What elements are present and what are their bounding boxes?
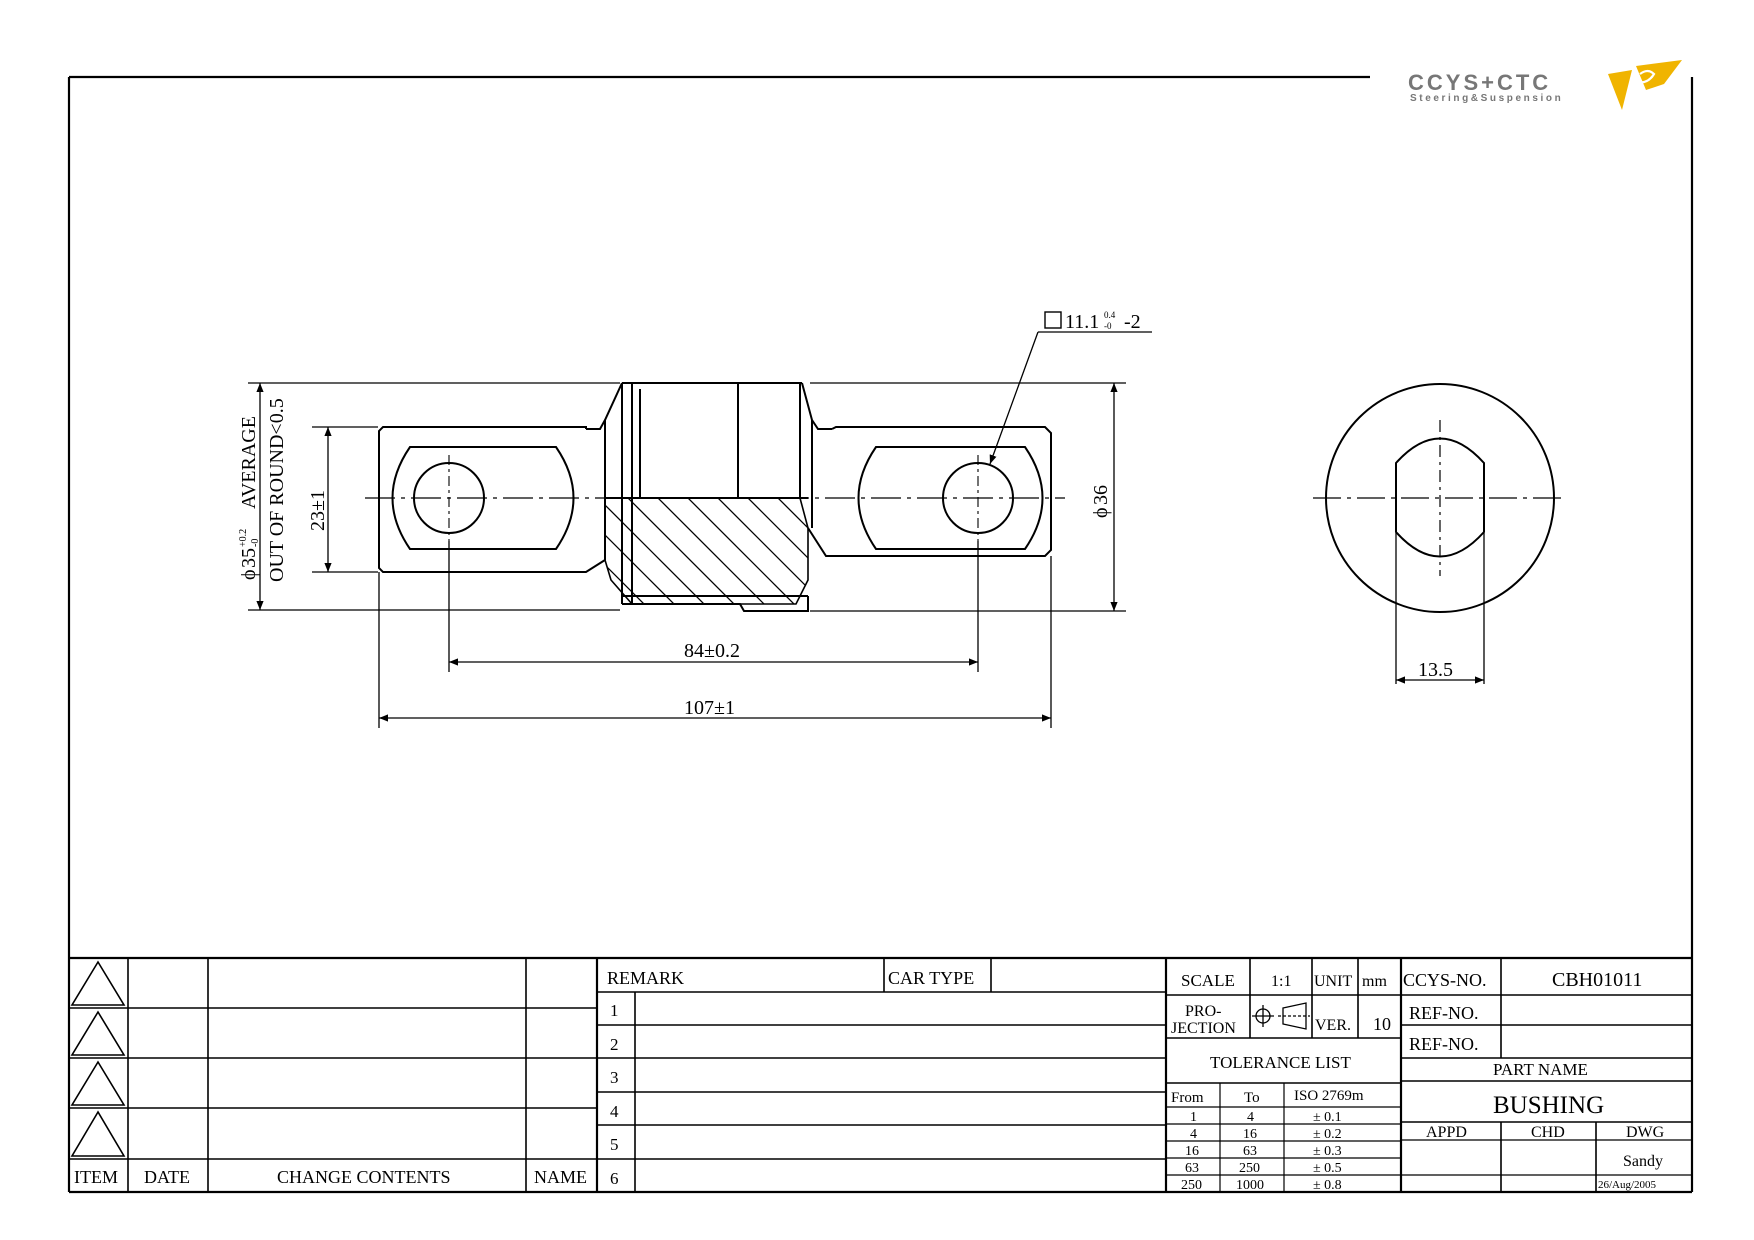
right-eye-outline: [807, 426, 1052, 557]
remark-row-number: 5: [610, 1135, 619, 1154]
dwg-label: DWG: [1626, 1124, 1665, 1141]
tol-cell: 250: [1239, 1161, 1260, 1176]
end-view: [1313, 383, 1567, 684]
unit-value: mm: [1362, 973, 1387, 990]
left-eye-top-link: [586, 382, 623, 430]
item-header: ITEM: [74, 1167, 118, 1187]
unit-label: UNIT: [1314, 973, 1352, 990]
svg-text:-2: -2: [1124, 311, 1141, 333]
ref-no-label: REF-NO.: [1409, 1034, 1479, 1054]
revision-triangle-icon: [70, 960, 126, 1006]
svg-text:ϕ: ϕ: [238, 569, 260, 580]
svg-text:11.1: 11.1: [1065, 311, 1099, 333]
dwg-date: 26/Aug/2005: [1598, 1179, 1657, 1191]
logo-tagline: Steering&Suspension: [1410, 93, 1563, 104]
remark-table: REMARK CAR TYPE 1 2 3 4 5 6: [607, 968, 974, 1188]
tol-header: To: [1244, 1090, 1260, 1106]
change-contents-header: CHANGE CONTENTS: [277, 1167, 451, 1187]
tol-cell: 1: [1190, 1110, 1197, 1125]
logo-swoosh-icon: [1608, 60, 1682, 110]
tolerance-title: TOLERANCE LIST: [1210, 1053, 1351, 1072]
tol-cell: 4: [1190, 1127, 1197, 1142]
tol-cell: 4: [1247, 1110, 1254, 1125]
tol-cell: ± 0.3: [1313, 1144, 1342, 1159]
tol-cell: 250: [1181, 1178, 1202, 1193]
remark-row-number: 2: [610, 1035, 619, 1054]
svg-text:+0.2: +0.2: [238, 529, 249, 547]
car-type-label: CAR TYPE: [888, 968, 974, 988]
ver-value: 10: [1373, 1014, 1391, 1034]
tol-cell: 63: [1243, 1144, 1257, 1159]
overall-length-dimension: 107±1: [684, 697, 735, 719]
right-eye-top-link: [801, 382, 832, 430]
part-name-value: BUSHING: [1493, 1092, 1604, 1119]
tol-cell: ± 0.5: [1313, 1161, 1342, 1176]
right-eye-slot: [857, 446, 1044, 550]
svg-text:0.4: 0.4: [1104, 310, 1116, 320]
height-dimension: 23±1: [307, 490, 329, 531]
tol-cell: 1000: [1236, 1178, 1264, 1193]
svg-text:ϕ: ϕ: [1090, 507, 1112, 518]
remark-row-number: 1: [610, 1001, 619, 1020]
dia35-label: ϕ 35 +0.2 -0 AVERAGE: [238, 416, 261, 580]
svg-text:AVERAGE: AVERAGE: [238, 416, 260, 509]
tol-cell: ± 0.2: [1313, 1127, 1342, 1142]
dimension-labels: 11.1 0.4 -0 -2 ϕ 35 +0.2 -0 AVERAGE OUT …: [238, 310, 1453, 719]
tolerance-table: TOLERANCE LIST From To ISO 2769m 1 4 ± 0…: [1171, 1053, 1364, 1193]
revision-triangle-icon: [70, 1010, 126, 1056]
remark-row-number: 3: [610, 1068, 619, 1087]
projection-label: PRO-: [1185, 1003, 1221, 1020]
flat-width-dimension: 13.5: [1418, 659, 1453, 681]
tol-cell: 16: [1243, 1127, 1257, 1142]
date-header: DATE: [144, 1167, 190, 1187]
remark-row-number: 6: [610, 1169, 619, 1188]
revision-table-headers: ITEM DATE CHANGE CONTENTS NAME: [74, 1167, 587, 1187]
revision-triangle-icon: [70, 1110, 126, 1157]
left-eye-outline: [378, 426, 606, 573]
tol-cell: 63: [1185, 1161, 1199, 1176]
side-view: [365, 382, 1065, 612]
drawing-frame: [67, 75, 1694, 1194]
ccys-no-value: CBH01011: [1552, 969, 1642, 991]
svg-text:-0: -0: [1104, 321, 1112, 331]
part-name-label: PART NAME: [1493, 1060, 1588, 1079]
name-header: NAME: [534, 1167, 587, 1187]
dia36-label: ϕ 36: [1090, 485, 1112, 518]
ver-label: VER.: [1315, 1017, 1351, 1034]
roundness-note: OUT OF ROUND<0.5: [266, 398, 288, 582]
tol-header: ISO 2769m: [1294, 1088, 1364, 1104]
chd-label: CHD: [1531, 1124, 1565, 1141]
title-block-grid: [69, 956, 1692, 1192]
scale-block: SCALE 1:1 UNIT mm PRO- JECTION VER. 10: [1171, 971, 1391, 1037]
svg-text:35: 35: [238, 548, 260, 568]
hole-distance-dimension: 84±0.2: [684, 640, 740, 662]
projection-label: JECTION: [1171, 1020, 1236, 1037]
square-dimension-label: 11.1 0.4 -0 -2: [1044, 310, 1141, 333]
remark-label: REMARK: [607, 968, 684, 988]
dwg-name: Sandy: [1623, 1153, 1663, 1170]
svg-text:36: 36: [1090, 485, 1112, 505]
ccys-no-label: CCYS-NO.: [1403, 970, 1487, 990]
side-dimensions: [248, 331, 1152, 728]
company-logo: CCYS+CTC Steering&Suspension: [1408, 60, 1682, 110]
ref-no-label: REF-NO.: [1409, 1003, 1479, 1023]
appd-label: APPD: [1426, 1124, 1467, 1141]
svg-text:-0: -0: [250, 539, 261, 547]
revision-triangle-icon: [70, 1060, 126, 1106]
scale-label: SCALE: [1181, 971, 1235, 990]
projection-symbol-icon: [1252, 1002, 1310, 1030]
square-symbol-icon: [1044, 311, 1062, 329]
tol-header: From: [1171, 1090, 1204, 1106]
remark-row-number: 4: [610, 1102, 619, 1121]
logo-brand-text: CCYS+CTC: [1408, 70, 1551, 95]
scale-value: 1:1: [1271, 973, 1291, 990]
drawing-info-block: CCYS-NO. CBH01011 REF-NO. REF-NO. PART N…: [1403, 969, 1665, 1191]
left-eye-slot: [391, 446, 575, 550]
tol-cell: 16: [1185, 1144, 1199, 1159]
revision-triangles: [70, 960, 126, 1157]
tol-cell: ± 0.1: [1313, 1110, 1342, 1125]
tol-cell: ± 0.8: [1313, 1178, 1342, 1193]
